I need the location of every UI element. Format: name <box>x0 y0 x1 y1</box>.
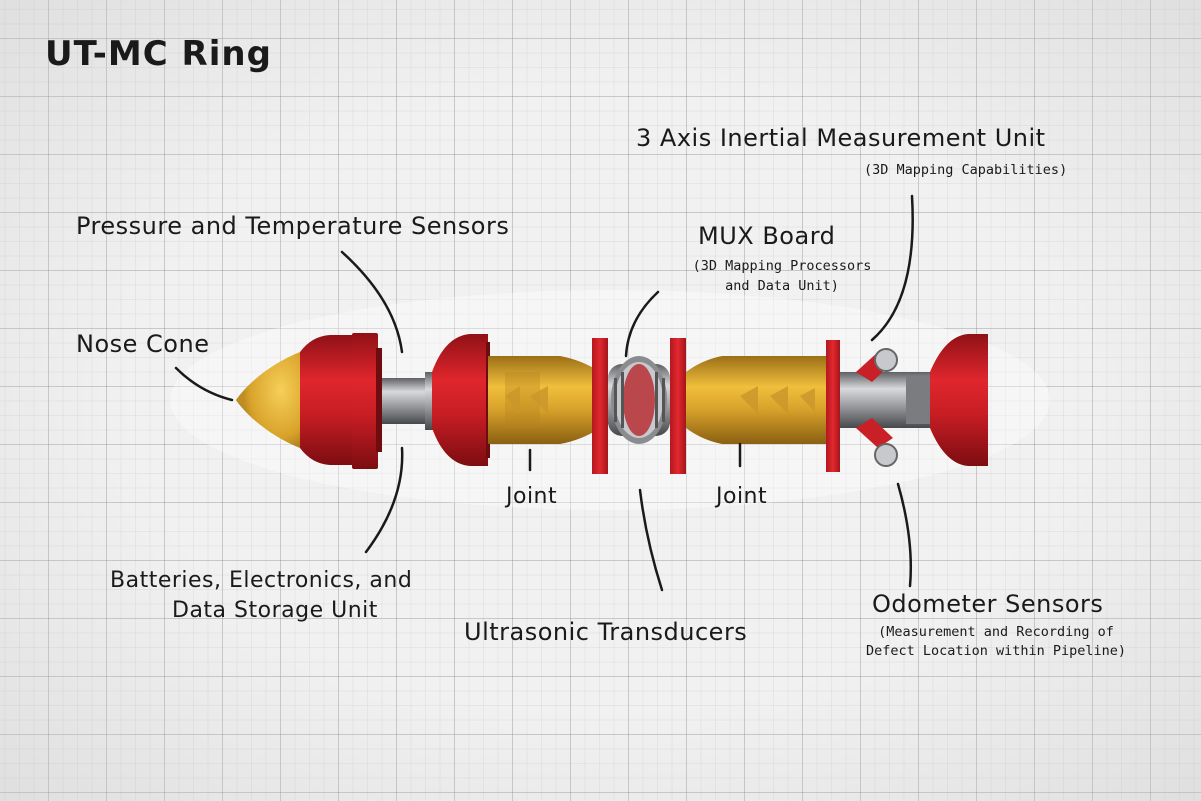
batteries-label-line2: Data Storage Unit <box>172 598 378 623</box>
odometer-leader <box>896 482 913 588</box>
rear-sealing-cup <box>930 334 988 466</box>
ultrasonic-body-rear <box>686 356 828 444</box>
odometer-sublabel-1: (Measurement and Recording of <box>878 624 1114 640</box>
pressure-leader <box>340 250 404 354</box>
ultrasonic-leader <box>638 488 664 592</box>
nose-cone-label: Nose Cone <box>76 330 210 358</box>
imu-sublabel: (3D Mapping Capabilities) <box>864 162 1068 178</box>
pressure-temperature-label: Pressure and Temperature Sensors <box>76 212 510 240</box>
mux-leader <box>624 290 660 358</box>
batteries-label-line1: Batteries, Electronics, and <box>110 568 413 593</box>
imu-leader <box>870 194 914 342</box>
ultrasonic-body-front <box>488 356 600 444</box>
batteries-leader <box>364 446 404 554</box>
mux-board-sublabel-2: and Data Unit) <box>725 278 839 294</box>
odometer-sublabel-2: Defect Location within Pipeline) <box>865 643 1127 659</box>
front-sealing-cups <box>300 333 382 469</box>
callout-lines <box>174 194 914 592</box>
ultrasonic-transducers-label: Ultrasonic Transducers <box>464 618 748 646</box>
joint-label-front: Joint <box>506 484 558 509</box>
joint-label-rear: Joint <box>716 484 768 509</box>
mux-board-label: MUX Board <box>698 222 836 250</box>
nose-cone-leader <box>174 366 234 402</box>
flange-rear <box>670 338 686 474</box>
imu-label: 3 Axis Inertial Measurement Unit <box>636 124 1046 152</box>
flange-odometer <box>826 340 840 472</box>
odometer-sensors-label: Odometer Sensors <box>872 590 1104 618</box>
flange-front <box>592 338 608 474</box>
mux-board-sublabel-1: (3D Mapping Processors <box>692 258 872 274</box>
diagram-title: UT-MC Ring <box>45 34 272 74</box>
imu-odometer-section <box>840 348 932 467</box>
mux-board-ring <box>608 356 670 444</box>
